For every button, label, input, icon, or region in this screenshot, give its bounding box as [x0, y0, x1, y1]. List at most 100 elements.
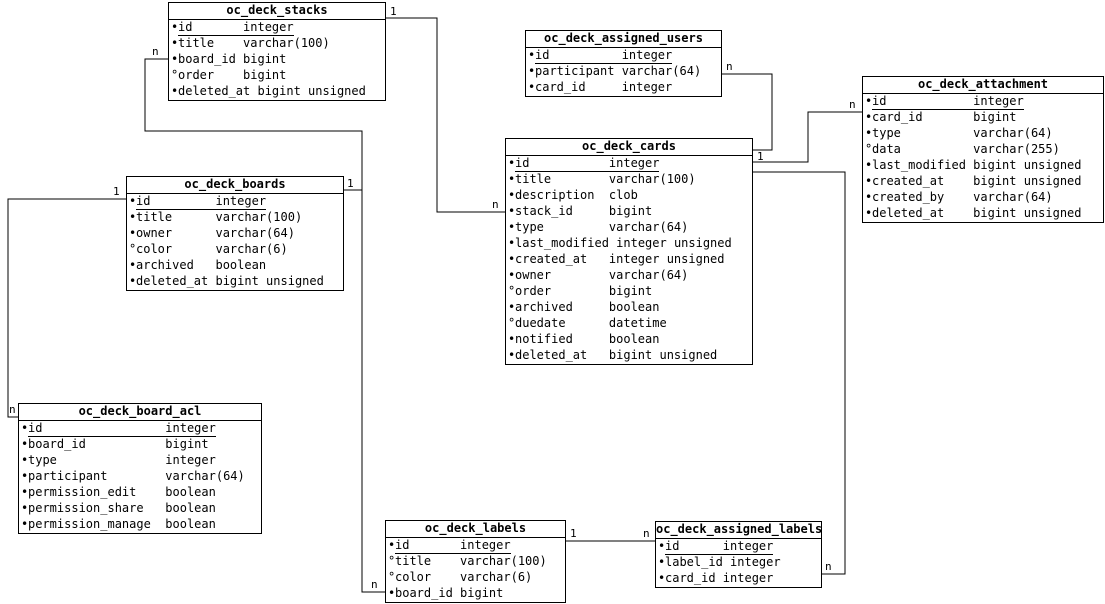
column-type: varchar(255) [973, 142, 1060, 156]
table-title: oc_deck_boards [127, 177, 343, 194]
column-type: datetime [608, 316, 667, 330]
notnull-bullet-icon: • [865, 206, 873, 220]
column-name: id [136, 194, 151, 208]
connector-stacks-cards [386, 17, 505, 213]
column-name: archived [136, 258, 194, 272]
notnull-bullet-icon: • [129, 210, 137, 224]
column-name: card_id [872, 110, 923, 124]
column-name: board_id [395, 586, 453, 600]
column-row-archived: •archived boolean [506, 300, 752, 316]
column-content: label_id integer [665, 555, 781, 570]
column-type: clob [608, 188, 638, 202]
cardinality-label-cards-attachment: n [849, 98, 856, 111]
column-type: bigint [973, 110, 1017, 124]
column-type: bigint [608, 204, 653, 218]
column-content: card_id bigint [872, 110, 1017, 125]
connector-boards-stacks [144, 58, 363, 191]
column-name: deleted_at [872, 206, 945, 220]
cardinality-label-boards-labels: n [371, 578, 378, 591]
notnull-bullet-icon: • [508, 268, 516, 282]
connector-boards-board_acl [7, 198, 126, 418]
column-name: order [515, 284, 552, 298]
notnull-bullet-icon: • [508, 252, 516, 266]
column-name: id [395, 538, 410, 552]
column-type: bigint unsigned [973, 206, 1082, 220]
column-type: varchar(6) [215, 242, 288, 256]
notnull-bullet-icon: • [508, 332, 516, 346]
column-type: bigint unsigned [608, 348, 718, 362]
column-name: label_id [665, 555, 723, 569]
notnull-bullet-icon: • [658, 571, 666, 585]
notnull-bullet-icon: • [21, 421, 29, 435]
column-name: archived [515, 300, 573, 314]
cardinality-label-labels-assigned_labels: n [643, 527, 650, 540]
notnull-bullet-icon: • [508, 300, 516, 314]
column-name: owner [515, 268, 552, 282]
column-type: bigint unsigned [973, 174, 1082, 188]
column-name: permission_manage [28, 517, 151, 531]
column-name: type [515, 220, 544, 234]
column-type: bigint [608, 284, 653, 298]
column-name: title [136, 210, 173, 224]
column-type: integer [730, 555, 781, 569]
column-row-deleted_at: •deleted_at bigint unsigned [863, 206, 1103, 222]
column-type: boolean [165, 485, 216, 499]
column-type: bigint [243, 68, 287, 82]
column-name: participant [535, 64, 615, 78]
column-type: boolean [608, 300, 660, 314]
column-name: created_at [872, 174, 945, 188]
column-type: integer [973, 94, 1024, 108]
column-type: boolean [608, 332, 660, 346]
notnull-bullet-icon: • [21, 469, 29, 483]
column-type: integer [722, 539, 774, 553]
table-title: oc_deck_labels [386, 521, 565, 538]
notnull-bullet-icon: • [171, 20, 179, 34]
column-type: varchar(64) [973, 126, 1053, 140]
notnull-bullet-icon: • [865, 94, 873, 108]
notnull-bullet-icon: • [171, 84, 179, 98]
nullable-bullet-icon: ° [508, 316, 516, 330]
notnull-bullet-icon: • [865, 126, 873, 140]
column-type: bigint [460, 586, 504, 600]
connector-boards-labels [361, 190, 385, 593]
table-title: oc_deck_attachment [863, 77, 1103, 94]
column-type: varchar(100) [215, 210, 303, 224]
cardinality-label-boards-board_acl: n [9, 403, 16, 416]
notnull-bullet-icon: • [129, 194, 137, 208]
column-content: deleted_at bigint unsigned [872, 206, 1082, 221]
notnull-bullet-icon: • [21, 485, 29, 499]
